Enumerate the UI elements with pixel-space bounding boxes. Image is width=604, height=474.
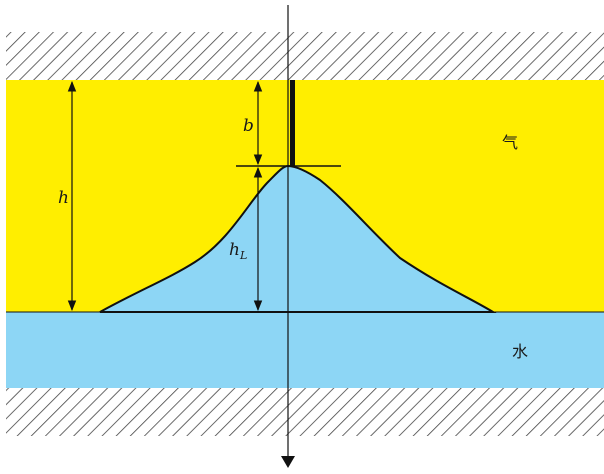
label-hl: hL	[229, 240, 247, 262]
axis-arrowhead	[281, 456, 295, 468]
label-water: 水	[512, 342, 528, 361]
well-bore	[290, 80, 295, 167]
water-zone	[6, 312, 604, 388]
label-gas: 气	[502, 133, 518, 152]
label-hl-main: h	[229, 240, 240, 260]
bottom-impermeable-boundary	[6, 388, 604, 436]
label-b: b	[243, 116, 254, 136]
top-impermeable-boundary	[6, 32, 604, 80]
label-h: h	[58, 188, 69, 208]
label-hl-sub: L	[239, 249, 247, 262]
